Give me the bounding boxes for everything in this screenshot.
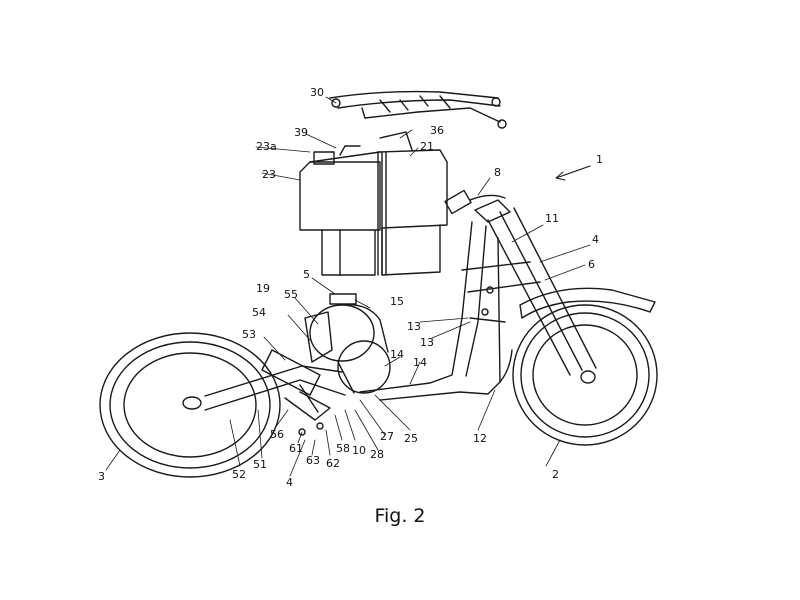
ref-23: 23 <box>262 168 276 181</box>
reference-numerals: 1 2 3 4 4 5 6 8 10 11 12 13 13 14 14 15 … <box>98 86 603 489</box>
ref-14-right: 14 <box>413 356 427 369</box>
assembly-arrow-head <box>555 171 566 181</box>
ref-52: 52 <box>232 468 246 481</box>
ref-30: 30 <box>310 86 324 99</box>
ref-56: 56 <box>270 428 284 441</box>
ref-63: 63 <box>306 454 320 467</box>
front-wheel <box>512 304 658 446</box>
ref-51: 51 <box>253 458 267 471</box>
ref-6: 6 <box>588 258 595 271</box>
ref-61: 61 <box>289 442 303 455</box>
ref-4-swingarm: 4 <box>286 476 293 489</box>
battery-case-23 <box>299 151 381 276</box>
ref-54: 54 <box>252 306 266 319</box>
ref-8: 8 <box>494 166 501 179</box>
motor-unit <box>304 293 391 394</box>
rear-wheel <box>99 332 281 478</box>
ref-28: 28 <box>370 448 384 461</box>
upper-rack <box>329 90 507 129</box>
ref-14-left: 14 <box>390 348 404 361</box>
ref-23a: 23a <box>256 140 277 153</box>
main-frame <box>359 221 541 401</box>
ref-21: 21 <box>420 140 434 153</box>
ref-3: 3 <box>98 470 105 483</box>
ref-4-frame: 4 <box>592 233 599 246</box>
ref-13-lower: 13 <box>420 336 434 349</box>
ref-55: 55 <box>284 288 298 301</box>
ref-12: 12 <box>473 432 487 445</box>
ref-53: 53 <box>242 328 256 341</box>
leader-lines <box>105 96 591 477</box>
figure-caption: Fig. 2 <box>374 505 426 527</box>
assembly-arrow <box>555 165 591 179</box>
ref-11: 11 <box>545 212 559 225</box>
ref-2: 2 <box>552 468 559 481</box>
ref-5: 5 <box>303 268 310 281</box>
front-fork <box>444 189 597 376</box>
swing-arm <box>204 349 346 436</box>
ref-39: 39 <box>294 126 308 139</box>
ref-27: 27 <box>380 430 394 443</box>
ref-19: 19 <box>256 282 270 295</box>
ref-15: 15 <box>390 295 404 308</box>
ref-13-upper: 13 <box>407 320 421 333</box>
ref-58: 58 <box>336 442 350 455</box>
ref-10: 10 <box>352 444 366 457</box>
ref-25: 25 <box>404 432 418 445</box>
battery-case-21 <box>339 131 448 276</box>
ref-36: 36 <box>430 124 444 137</box>
ref-62: 62 <box>326 457 340 470</box>
front-fender <box>519 287 656 319</box>
ref-1: 1 <box>596 153 603 166</box>
